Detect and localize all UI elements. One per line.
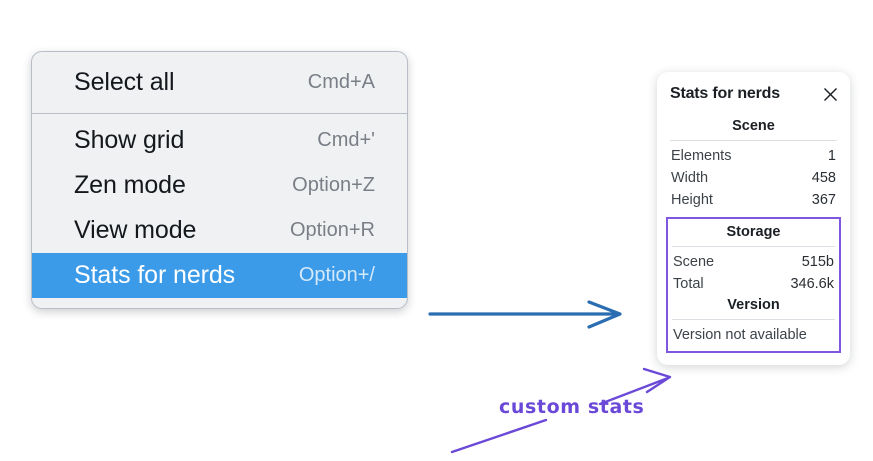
version-rule bbox=[672, 319, 835, 320]
menu-item-select-all[interactable]: Select all Cmd+A bbox=[32, 60, 407, 105]
stat-value: 346.6k bbox=[790, 276, 834, 292]
stat-row-width: Width 458 bbox=[666, 167, 841, 189]
scene-section-heading: Scene bbox=[732, 118, 775, 134]
stat-row-storage-total: Total 346.6k bbox=[668, 273, 839, 295]
menu-item-label: Show grid bbox=[74, 126, 185, 154]
menu-item-label: View mode bbox=[74, 216, 197, 244]
stat-key: Total bbox=[673, 276, 704, 292]
stat-row-elements: Elements 1 bbox=[666, 145, 841, 167]
stat-row-storage-scene: Scene 515b bbox=[668, 251, 839, 273]
menu-item-stats-for-nerds[interactable]: Stats for nerds Option+/ bbox=[32, 253, 407, 298]
menu-item-label: Stats for nerds bbox=[74, 261, 236, 289]
close-icon[interactable] bbox=[822, 86, 839, 103]
stat-value: 1 bbox=[827, 148, 836, 164]
version-section-heading: Version bbox=[727, 297, 780, 313]
menu-group-2: Show grid Cmd+' Zen mode Option+Z View m… bbox=[32, 114, 407, 302]
menu-item-shortcut: Option+/ bbox=[298, 264, 375, 286]
menu-item-shortcut: Option+R bbox=[289, 219, 375, 241]
menu-item-shortcut: Cmd+A bbox=[307, 71, 375, 93]
menu-item-show-grid[interactable]: Show grid Cmd+' bbox=[32, 118, 407, 163]
scene-rule bbox=[670, 140, 837, 141]
stat-value: 458 bbox=[811, 170, 836, 186]
custom-stats-annotation-label: custom stats bbox=[499, 396, 645, 418]
menu-item-shortcut: Option+Z bbox=[292, 174, 375, 196]
stat-key: Width bbox=[671, 170, 709, 186]
stats-for-nerds-panel: Stats for nerds Scene Elements 1 Width 4… bbox=[657, 72, 850, 365]
panel-title: Stats for nerds bbox=[670, 85, 780, 102]
stat-key: Scene bbox=[673, 254, 715, 270]
menu-group-1: Select all Cmd+A bbox=[32, 56, 407, 109]
custom-stats-highlight-box: Storage Scene 515b Total 346.6k Version … bbox=[666, 217, 841, 353]
menu-item-label: Select all bbox=[74, 68, 175, 96]
menu-item-zen-mode[interactable]: Zen mode Option+Z bbox=[32, 163, 407, 208]
stats-panel-header: Stats for nerds bbox=[666, 85, 841, 103]
stat-key: Height bbox=[671, 192, 713, 208]
storage-section-heading: Storage bbox=[726, 224, 781, 240]
menu-item-label: Zen mode bbox=[74, 171, 186, 199]
stat-value: 367 bbox=[811, 192, 836, 208]
stat-key: Elements bbox=[671, 148, 732, 164]
stat-value: 515b bbox=[801, 254, 834, 270]
menu-item-view-mode[interactable]: View mode Option+R bbox=[32, 208, 407, 253]
menu-separator bbox=[32, 113, 407, 114]
context-menu[interactable]: Select all Cmd+A Show grid Cmd+' Zen mod… bbox=[31, 51, 408, 309]
storage-rule bbox=[672, 246, 835, 247]
menu-item-shortcut: Cmd+' bbox=[317, 129, 375, 151]
version-text: Version not available bbox=[673, 327, 807, 343]
blue-arrow-annotation bbox=[428, 300, 622, 329]
purple-underline-annotation bbox=[450, 418, 548, 454]
stat-row-height: Height 367 bbox=[666, 189, 841, 211]
